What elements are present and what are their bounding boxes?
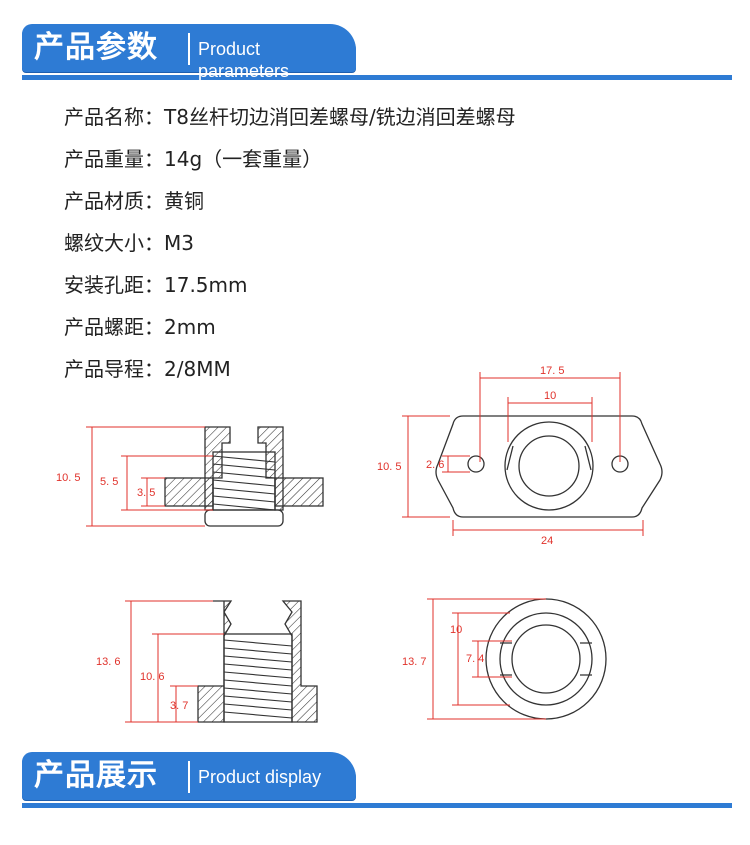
dim-inner-diameter: 10 [450,624,462,636]
param-row-weight: 产品重量：14g（一套重量） [64,138,516,180]
param-row-lead: 产品导程：2/8MM [64,348,516,390]
param-row-hole-spacing: 安装孔距：17.5mm [64,264,516,306]
bore-outer [504,421,594,511]
ring-middle [499,612,593,706]
split-slots [506,445,592,471]
param-row-material: 产品材质：黄铜 [64,180,516,222]
dim-flange-height: 3. 7 [170,700,188,712]
section-banner-parameters: 产品参数 Product parameters [0,24,750,86]
dim-overall-height: 10. 5 [56,472,80,484]
dim-bore: 7. 4 [466,653,484,665]
section-title: 产品参数 [34,30,158,65]
drawing-plan-top: 17. 5 10 10. 5 2. 6 24 [377,365,663,547]
plate-outline [435,415,663,518]
param-value: 14g（一套重量） [164,147,323,171]
dim-flange-height: 3. 5 [137,487,155,499]
dim-hole-spacing: 17. 5 [540,365,564,377]
mount-hole-left [467,455,485,473]
param-value: 黄铜 [164,189,204,213]
param-label: 产品重量： [64,147,164,171]
flange-left [164,477,214,507]
param-value: M3 [164,231,194,255]
parameter-list: 产品名称：T8丝杆切边消回差螺母/铣边消回差螺母 产品重量：14g（一套重量） … [64,96,516,390]
dim-thread-height: 10. 6 [140,671,164,683]
dim-inner-width: 10 [544,390,556,402]
param-label: 螺纹大小： [64,231,164,255]
dim-thread-height: 5. 5 [100,476,118,488]
dim-outer-diameter: 13. 7 [402,656,426,668]
param-label: 产品螺距： [64,315,164,339]
banner-divider [188,33,190,65]
banner-pill: 产品参数 Product parameters [22,24,356,81]
bottom-collar [204,509,284,527]
drawing-side-section-bottom: 13. 6 10. 6 3. 7 [96,600,318,723]
param-value: T8丝杆切边消回差螺母/铣边消回差螺母 [164,105,516,129]
bore-inner [518,435,580,497]
section-subtitle: Product display [198,767,322,787]
param-label: 产品名称： [64,105,164,129]
split-slots [500,642,592,676]
nut-wall-right [281,600,318,723]
param-value: 2mm [164,315,216,339]
section-subtitle: Product parameters [198,39,290,81]
banner-divider [188,761,190,793]
drawing-plan-bottom: 13. 7 10 7. 4 [402,598,607,720]
param-row-thread: 螺纹大小：M3 [64,222,516,264]
section-title: 产品展示 [34,758,158,793]
dim-hole-diameter: 2. 6 [426,459,444,471]
param-value: 2/8MM [164,357,231,381]
dim-overall-height: 13. 6 [96,656,120,668]
section-banner-display: 产品展示 Product display [0,752,750,814]
param-label: 产品材质： [64,189,164,213]
banner-pill: 产品展示 Product display [22,752,356,800]
drawing-side-section-top: 10. 5 5. 5 3. 5 [56,426,324,527]
banner-underline [22,75,732,80]
param-value: 17.5mm [164,273,248,297]
ring-inner [511,624,581,694]
param-row-name: 产品名称：T8丝杆切边消回差螺母/铣边消回差螺母 [64,96,516,138]
param-label: 产品导程： [64,357,164,381]
dim-plate-height: 10. 5 [377,461,401,473]
dim-plate-width: 24 [541,535,553,547]
param-row-pitch: 产品螺距：2mm [64,306,516,348]
param-label: 安装孔距： [64,273,164,297]
flange-right [274,477,324,507]
ring-outer [485,598,607,720]
banner-underline [22,803,732,808]
